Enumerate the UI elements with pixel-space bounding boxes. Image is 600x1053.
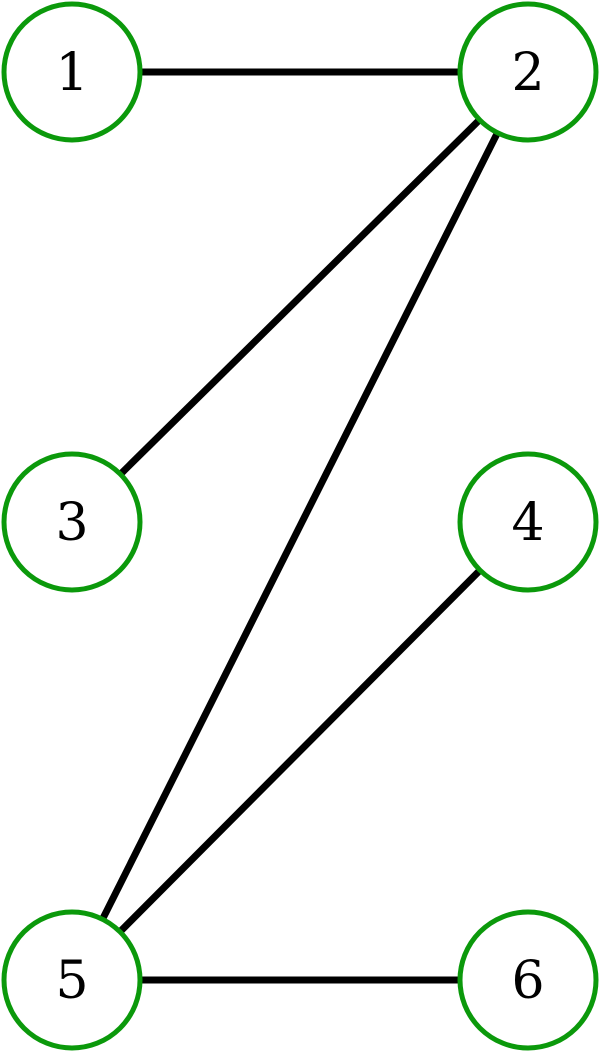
node-label: 2 [511,43,544,103]
node-2: 2 [457,1,599,143]
node-4: 4 [457,451,599,593]
node-circle [457,909,599,1051]
node-5: 5 [1,909,143,1051]
node-label: 1 [55,43,88,103]
node-circle [457,1,599,143]
edge-4-5 [118,569,482,933]
node-circle [1,909,143,1051]
node-3: 3 [1,451,143,593]
node-label: 4 [511,493,544,553]
edge-2-3 [119,118,481,476]
node-label: 6 [511,951,544,1011]
node-1: 1 [1,1,143,143]
node-circle [1,451,143,593]
edges [100,68,500,984]
node-circle [457,451,599,593]
node-label: 5 [55,951,88,1011]
node-label: 3 [55,493,88,553]
edge-2-5 [100,132,500,920]
node-circle [1,1,143,143]
node-6: 6 [457,909,599,1051]
